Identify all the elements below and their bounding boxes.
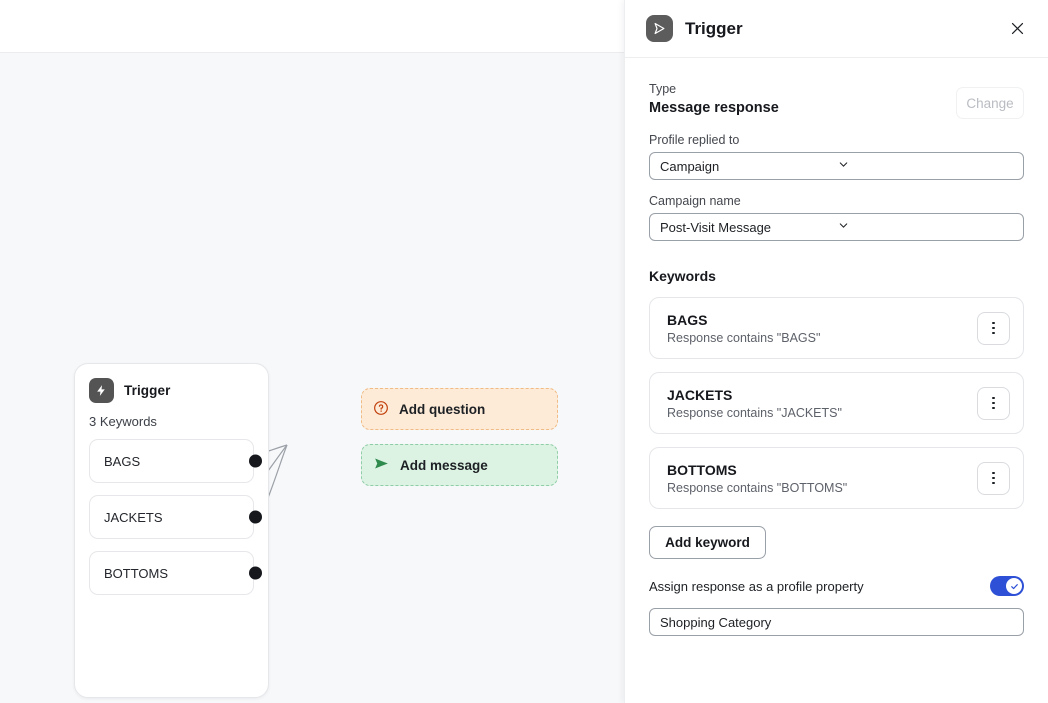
keyword-card-content: JACKETS Response contains "JACKETS": [667, 387, 977, 420]
type-column: Type Message response: [649, 80, 956, 116]
keyword-card-title: BAGS: [667, 311, 708, 328]
keyword-card-title: JACKETS: [667, 386, 733, 403]
kebab-menu-icon[interactable]: [977, 461, 1010, 495]
campaign-name-label: Campaign name: [649, 194, 741, 208]
keyword-card-subtitle: Response contains "BAGS": [667, 330, 821, 345]
type-row: Type Message response Change: [649, 80, 1024, 119]
trigger-detail-panel: Trigger Type Message response Change Pro…: [624, 0, 1048, 703]
type-label: Type: [649, 82, 677, 96]
trigger-node[interactable]: Trigger 3 Keywords BAGS JACKETS BOTTOMS: [74, 363, 269, 698]
question-circle-icon: [373, 400, 389, 419]
trigger-keyword-label: BAGS: [104, 453, 141, 469]
panel-body: Type Message response Change Profile rep…: [625, 58, 1048, 636]
campaign-name-value: Post-Visit Message: [660, 219, 772, 235]
chevron-down-icon: [837, 219, 1014, 235]
trigger-keyword-pill[interactable]: BAGS: [89, 439, 262, 483]
lightning-bolt-icon: [89, 378, 114, 403]
keyword-card[interactable]: BOTTOMS Response contains "BOTTOMS": [649, 447, 1024, 509]
connector-dot[interactable]: [248, 510, 262, 524]
flow-canvas[interactable]: Trigger 3 Keywords BAGS JACKETS BOTTOMS: [0, 53, 625, 703]
add-message-button[interactable]: Add message: [361, 444, 558, 486]
profile-replied-to-select[interactable]: Campaign: [649, 152, 1024, 180]
trigger-node-header: Trigger: [75, 364, 268, 403]
add-message-label: Add message: [400, 457, 488, 473]
keyword-card-subtitle: Response contains "BOTTOMS": [667, 480, 848, 495]
assign-property-label: Assign response as a profile property: [649, 578, 864, 594]
panel-header: Trigger: [625, 0, 1048, 58]
add-question-label: Add question: [399, 401, 486, 417]
keyword-card-content: BAGS Response contains "BAGS": [667, 312, 977, 345]
keyword-card-subtitle: Response contains "JACKETS": [667, 405, 842, 420]
trigger-keyword-label: BOTTOMS: [104, 565, 169, 581]
chevron-down-icon: [837, 158, 1014, 174]
assign-property-row: Assign response as a profile property: [649, 576, 1024, 596]
type-value: Message response: [649, 100, 779, 116]
trigger-keyword-pill[interactable]: BOTTOMS: [89, 551, 262, 595]
trigger-keyword-list: BAGS JACKETS BOTTOMS: [75, 429, 268, 595]
toggle-knob-check-icon: [1006, 578, 1022, 594]
keyword-card[interactable]: JACKETS Response contains "JACKETS": [649, 372, 1024, 434]
change-button[interactable]: Change: [956, 87, 1024, 119]
trigger-node-subtitle: 3 Keywords: [89, 414, 157, 429]
campaign-name-select[interactable]: Post-Visit Message: [649, 213, 1024, 241]
keyword-card-content: BOTTOMS Response contains "BOTTOMS": [667, 462, 977, 495]
connector-dot[interactable]: [248, 454, 262, 468]
add-keyword-button[interactable]: Add keyword: [649, 526, 766, 559]
kebab-menu-icon[interactable]: [977, 311, 1010, 345]
trigger-keyword-pill[interactable]: JACKETS: [89, 495, 262, 539]
connector-dot[interactable]: [248, 566, 262, 580]
profile-replied-to-label: Profile replied to: [649, 133, 740, 147]
assign-property-toggle[interactable]: [990, 576, 1024, 596]
kebab-menu-icon[interactable]: [977, 386, 1010, 420]
keyword-card[interactable]: BAGS Response contains "BAGS": [649, 297, 1024, 359]
close-icon[interactable]: [1004, 16, 1030, 42]
trigger-keyword-label: JACKETS: [104, 509, 163, 525]
profile-replied-to-value: Campaign: [660, 158, 720, 174]
property-name-input[interactable]: Shopping Category: [649, 608, 1024, 636]
keywords-section-title: Keywords: [649, 268, 716, 284]
trigger-node-title: Trigger: [124, 383, 171, 398]
canvas-topbar: [0, 0, 625, 53]
property-name-value: Shopping Category: [660, 614, 772, 630]
add-question-button[interactable]: Add question: [361, 388, 558, 430]
panel-title: Trigger: [685, 18, 743, 38]
keyword-card-title: BOTTOMS: [667, 461, 737, 478]
send-arrow-icon: [373, 455, 390, 475]
send-triangle-icon: [646, 15, 673, 42]
